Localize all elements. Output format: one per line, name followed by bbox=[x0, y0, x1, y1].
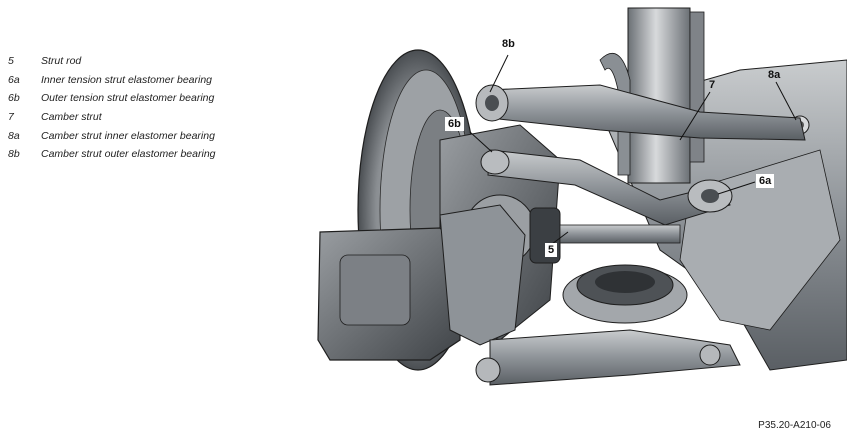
legend-text: Outer tension strut elastomer bearing bbox=[41, 92, 215, 105]
legend-number: 5 bbox=[8, 55, 14, 68]
legend-number: 8b bbox=[8, 148, 20, 161]
legend-text: Inner tension strut elastomer bearing bbox=[41, 73, 213, 86]
tension-strut bbox=[480, 149, 733, 226]
suspension-illustration: 8b 7 8a 6b 6a 5 bbox=[300, 0, 847, 420]
spring-link bbox=[475, 264, 741, 386]
legend: 5 Strut rod 6a Inner tension strut elast… bbox=[8, 52, 216, 164]
leader-8a bbox=[775, 81, 797, 121]
callout-6b: 6b bbox=[445, 117, 464, 131]
leader-7 bbox=[679, 91, 711, 141]
callout-7: 7 bbox=[709, 79, 716, 91]
legend-item-camber-inner-bearing: 8a Camber strut inner elastomer bearing bbox=[8, 126, 216, 145]
legend-item-strut-rod: 5 Strut rod bbox=[8, 52, 216, 71]
suspension-drawing bbox=[317, 7, 847, 386]
leader-6b bbox=[469, 131, 493, 153]
legend-number: 7 bbox=[8, 111, 14, 124]
legend-text: Camber strut inner elastomer bearing bbox=[41, 129, 215, 142]
callout-8a: 8a bbox=[768, 69, 781, 81]
legend-text: Camber strut bbox=[41, 111, 102, 124]
legend-item-inner-tension-bearing: 6a Inner tension strut elastomer bearing bbox=[8, 71, 216, 90]
legend-number: 6b bbox=[8, 92, 20, 105]
figure-id: P35.20-A210-06 bbox=[758, 420, 831, 431]
legend-item-camber-strut: 7 Camber strut bbox=[8, 108, 216, 127]
legend-item-outer-tension-bearing: 6b Outer tension strut elastomer bearing bbox=[8, 89, 216, 108]
leader-lines bbox=[469, 54, 797, 245]
legend-number: 6a bbox=[8, 73, 20, 86]
leader-6a bbox=[717, 181, 756, 195]
camber-strut bbox=[475, 84, 806, 141]
legend-item-camber-outer-bearing: 8b Camber strut outer elastomer bearing bbox=[8, 145, 216, 164]
callout-5: 5 bbox=[545, 243, 558, 257]
legend-number: 8a bbox=[8, 129, 20, 142]
legend-text: Camber strut outer elastomer bearing bbox=[41, 148, 216, 161]
leader-5 bbox=[551, 231, 569, 245]
legend-text: Strut rod bbox=[41, 55, 82, 68]
callout-6a: 6a bbox=[756, 174, 775, 188]
brake-caliper bbox=[317, 204, 526, 361]
callout-8b: 8b bbox=[502, 38, 515, 50]
leader-8b bbox=[489, 54, 509, 93]
